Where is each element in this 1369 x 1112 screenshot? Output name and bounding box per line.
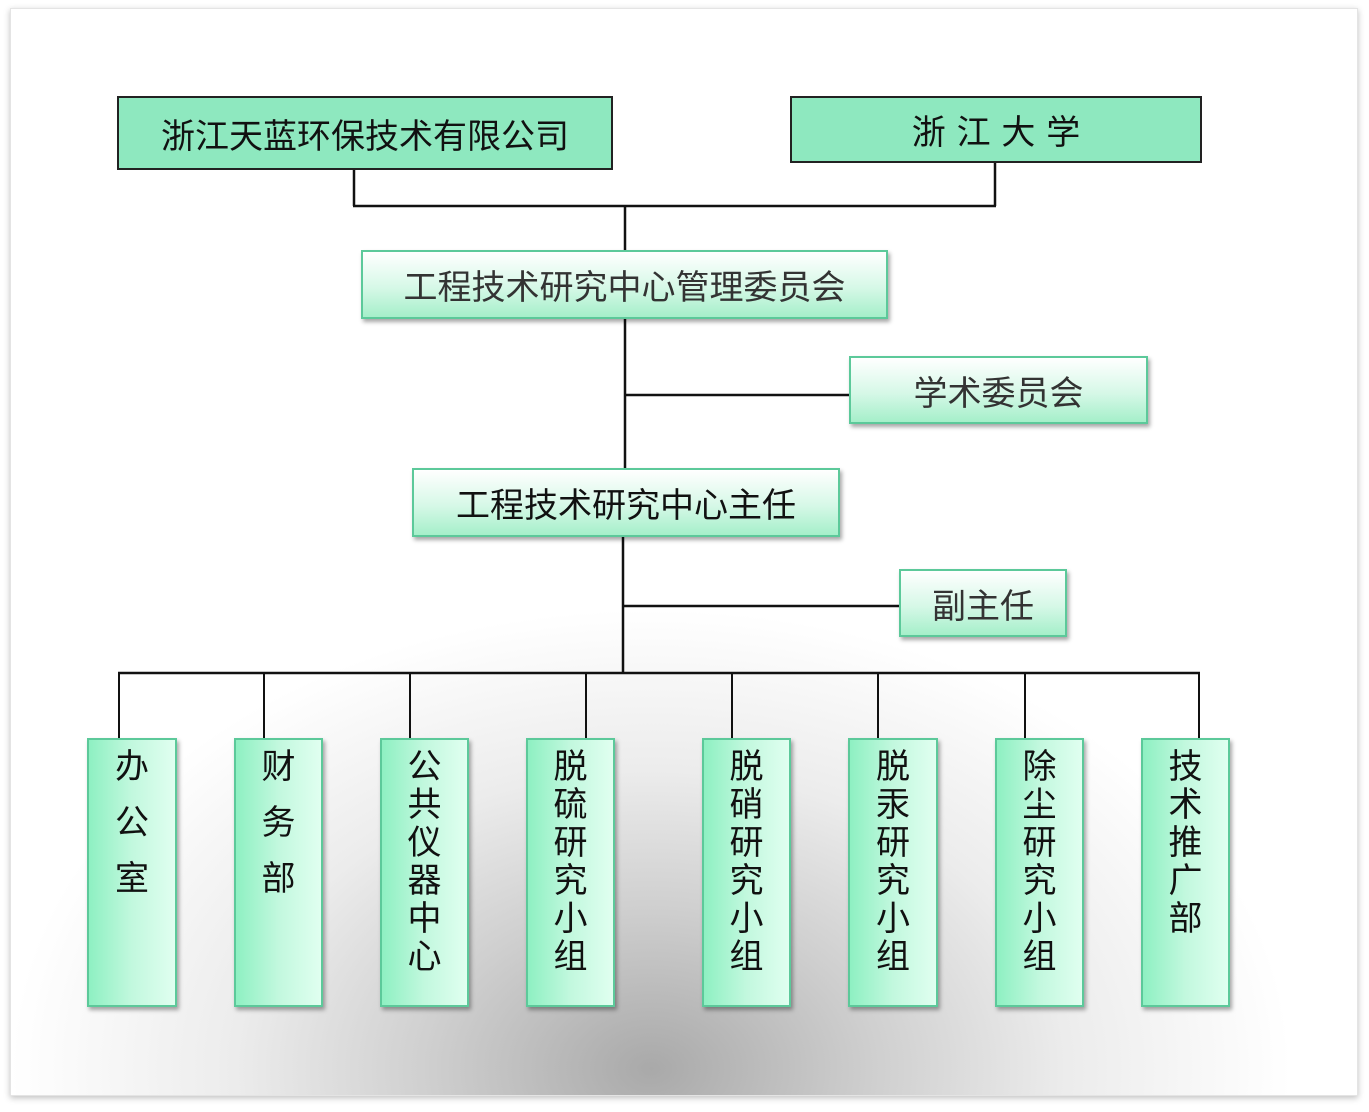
dept-char: 小 bbox=[729, 899, 764, 939]
deputy-director-label: 副主任 bbox=[932, 586, 1034, 627]
dept-char: 组 bbox=[729, 937, 764, 977]
dept-char: 技 bbox=[1168, 747, 1203, 787]
dept-office: 办 公 室 bbox=[87, 738, 177, 1007]
dept-instrument-center: 公 共 仪 器 中 心 bbox=[380, 738, 469, 1007]
dept-char: 小 bbox=[553, 899, 588, 939]
director-label: 工程技术研究中心主任 bbox=[456, 486, 796, 526]
dept-denitrification: 脱 硝 研 究 小 组 bbox=[702, 738, 791, 1007]
deputy-director-box: 副主任 bbox=[899, 569, 1067, 637]
dept-char: 组 bbox=[553, 937, 588, 977]
dept-char: 务 bbox=[261, 803, 296, 843]
dept-char: 组 bbox=[1022, 937, 1057, 977]
dept-char: 部 bbox=[261, 859, 296, 899]
dept-char: 研 bbox=[729, 823, 764, 863]
company-label: 浙江天蓝环保技术有限公司 bbox=[161, 116, 569, 157]
dept-char: 财 bbox=[261, 747, 296, 787]
dept-char: 中 bbox=[407, 899, 442, 939]
dept-char: 脱 bbox=[876, 747, 910, 787]
dept-char: 汞 bbox=[876, 785, 910, 825]
dept-char: 研 bbox=[1022, 823, 1057, 863]
dept-char: 硝 bbox=[729, 785, 764, 825]
dept-char: 组 bbox=[876, 937, 910, 977]
dept-char: 器 bbox=[407, 861, 442, 901]
academic-committee-box: 学术委员会 bbox=[849, 356, 1148, 424]
dept-char: 公 bbox=[115, 803, 149, 843]
director-box: 工程技术研究中心主任 bbox=[412, 468, 840, 537]
dept-char: 公 bbox=[407, 747, 442, 787]
dept-char: 研 bbox=[553, 823, 588, 863]
dept-finance: 财 务 部 bbox=[234, 738, 323, 1007]
dept-char: 硫 bbox=[553, 785, 588, 825]
dept-char: 小 bbox=[876, 899, 910, 939]
dept-char: 除 bbox=[1022, 747, 1057, 787]
org-chart-frame: 浙江天蓝环保技术有限公司 浙 江 大 学 工程技术研究中心管理委员会 学术委员会… bbox=[10, 8, 1358, 1096]
dept-char: 共 bbox=[407, 785, 442, 825]
dept-tech-promotion: 技 术 推 广 部 bbox=[1141, 738, 1230, 1007]
dept-char: 部 bbox=[1168, 899, 1203, 939]
dept-char: 心 bbox=[407, 937, 442, 977]
company-box: 浙江天蓝环保技术有限公司 bbox=[117, 96, 613, 170]
connector-lines bbox=[118, 162, 1200, 739]
dept-char: 脱 bbox=[729, 747, 764, 787]
university-box: 浙 江 大 学 bbox=[790, 96, 1202, 163]
dept-char: 广 bbox=[1168, 861, 1203, 901]
management-committee-box: 工程技术研究中心管理委员会 bbox=[361, 250, 888, 319]
dept-char: 办 bbox=[115, 747, 149, 787]
dept-mercury-removal: 脱 汞 研 究 小 组 bbox=[848, 738, 938, 1007]
academic-committee-label: 学术委员会 bbox=[913, 373, 1084, 414]
dept-char: 仪 bbox=[407, 823, 442, 863]
dept-char: 究 bbox=[876, 861, 910, 901]
dept-char: 研 bbox=[876, 823, 910, 863]
dept-dust-removal: 除 尘 研 究 小 组 bbox=[995, 738, 1084, 1007]
university-label: 浙 江 大 学 bbox=[911, 113, 1081, 153]
dept-char: 究 bbox=[729, 861, 764, 901]
dept-char: 究 bbox=[553, 861, 588, 901]
dept-char: 推 bbox=[1168, 823, 1203, 863]
dept-desulfurization: 脱 硫 研 究 小 组 bbox=[526, 738, 615, 1007]
dept-char: 小 bbox=[1022, 899, 1057, 939]
dept-char: 术 bbox=[1168, 785, 1203, 825]
dept-char: 究 bbox=[1022, 861, 1057, 901]
dept-char: 尘 bbox=[1022, 785, 1057, 825]
management-committee-label: 工程技术研究中心管理委员会 bbox=[403, 268, 846, 308]
dept-char: 脱 bbox=[553, 747, 588, 787]
dept-char: 室 bbox=[115, 859, 149, 899]
